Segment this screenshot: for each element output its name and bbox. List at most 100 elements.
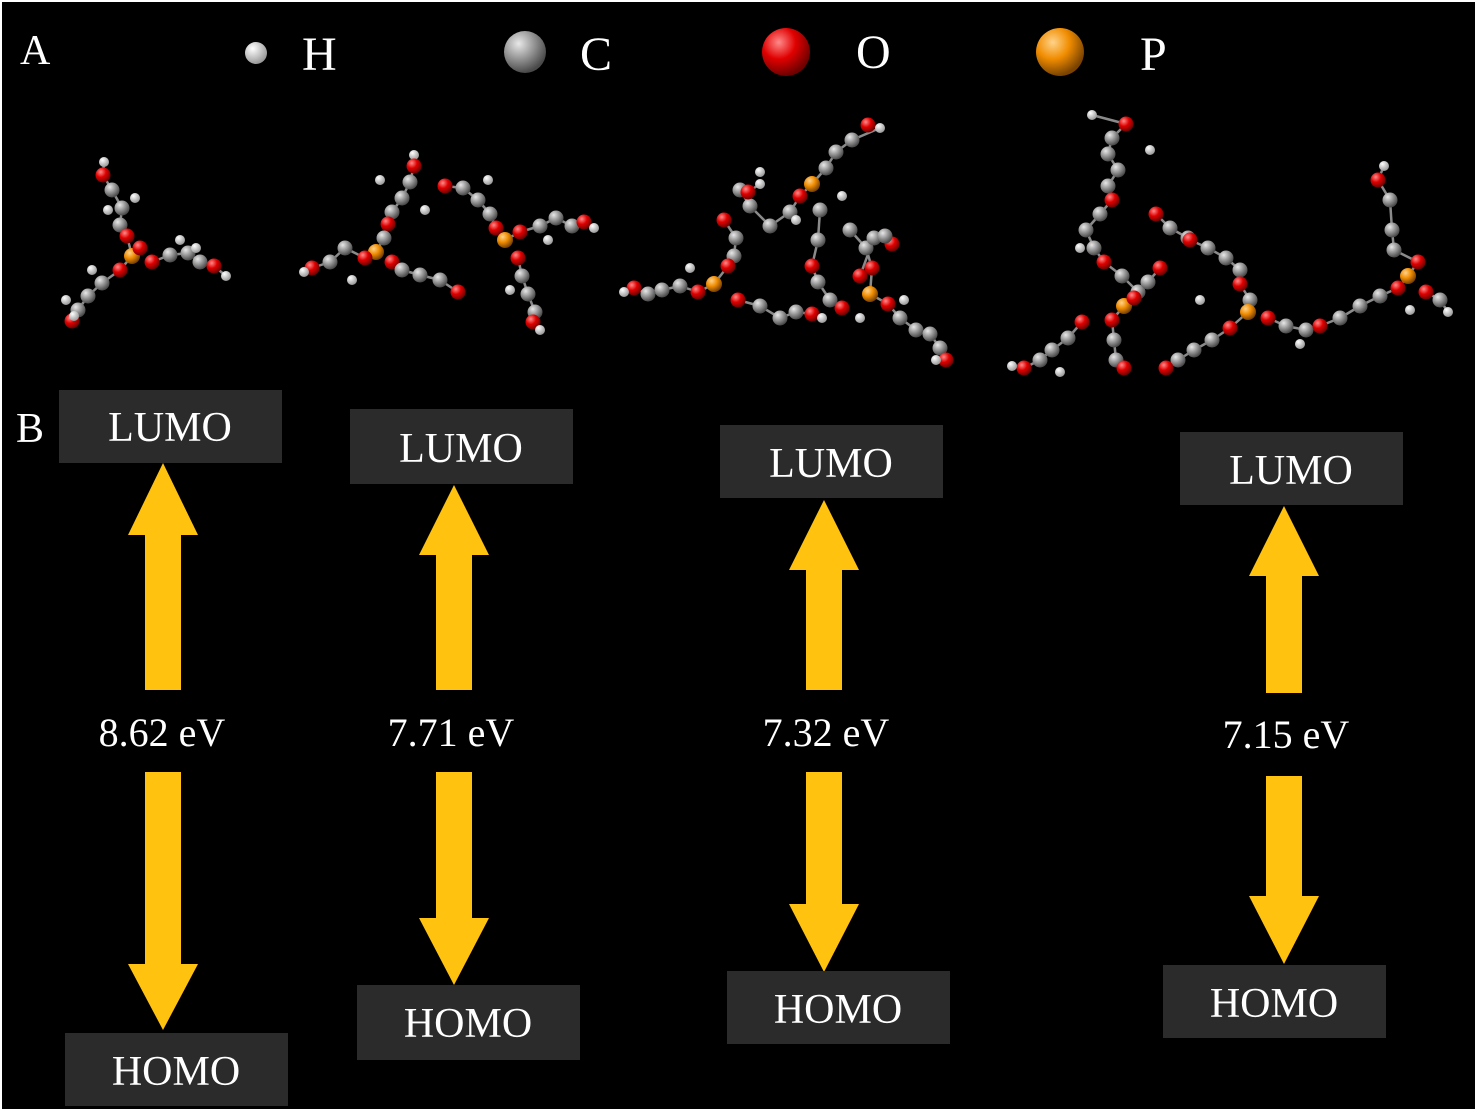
carbon-atom [1106,332,1122,348]
oxygen-sphere-icon [762,28,810,76]
hydrogen-atom [1087,110,1097,120]
carbon-atom [818,160,834,176]
hydrogen-atom [175,235,185,245]
homo-label: HOMO [1210,981,1338,1027]
oxygen-atom [1222,320,1238,336]
lumo-label: LUMO [769,441,893,487]
oxygen-atom [1096,254,1112,270]
carbon-atom [412,267,428,283]
hydrogen-atom [1379,161,1389,171]
oxygen-atom [1312,318,1328,334]
carbon-atom [1044,342,1060,358]
oxygen-atom [357,250,373,266]
band-gap-value: 8.62 eV [99,710,226,755]
phosphorus-atom [1400,268,1416,284]
carbon-atom [1060,330,1076,346]
down-arrow-icon [419,772,489,985]
up-arrow-icon [1249,506,1319,693]
oxygen-atom [690,284,706,300]
lumo-label: LUMO [1229,448,1353,494]
hydrogen-atom [347,275,357,285]
carbon-atom [1086,240,1102,256]
homo-box [1163,965,1386,1038]
oxygen-atom [1390,280,1406,296]
up-arrow-icon [789,500,859,690]
oxygen-atom [1148,206,1164,222]
oxygen-atom [792,188,808,204]
carbon-atom [1242,292,1258,308]
carbon-atom [1382,192,1398,208]
hydrogen-atom [87,265,97,275]
oxygen-atom [1116,360,1132,376]
carbon-atom [1232,262,1248,278]
energy-gap-column-4: LUMO 7.15 eV HOMO [1163,432,1403,1038]
carbon-atom [810,232,826,248]
oxygen-atom [730,292,746,308]
band-gap-value: 7.71 eV [388,710,515,755]
carbon-atom [548,210,564,226]
oxygen-atom [1152,260,1168,276]
carbon-atom [1352,298,1368,314]
hydrogen-atom [99,157,109,167]
homo-label: HOMO [404,1001,532,1047]
carbon-atom [564,218,580,234]
oxygen-atom [525,314,541,330]
hydrogen-atom [1405,305,1415,315]
hydrogen-atom [875,123,885,133]
down-arrow-icon [789,772,859,972]
carbon-atom [812,202,828,218]
oxygen-atom [860,117,876,133]
legend-label-h: H [302,28,337,81]
oxygen-atom [1104,192,1120,208]
hydrogen-atom [505,285,515,295]
hydrogen-atom [61,295,71,305]
panel-a-label: A [20,28,51,74]
homo-box [727,971,950,1044]
hydrogen-atom [191,243,201,253]
oxygen-atom [880,296,896,312]
carbon-atom [762,218,778,234]
hydrogen-atom [130,193,140,203]
legend-label-p: P [1140,28,1167,81]
hydrogen-atom [1007,361,1017,371]
oxygen-atom [938,352,954,368]
carbon-atom [752,298,768,314]
oxygen-atom [406,158,422,174]
hydrogen-atom [420,205,430,215]
legend-label-o: O [856,26,891,79]
hydrogen-atom [535,325,545,335]
oxygen-atom [1182,232,1198,248]
carbon-atom [337,240,353,256]
molecule-model-2 [299,150,599,335]
atom-legend: H C O P [245,26,1167,81]
hydrogen-atom [1443,307,1453,317]
carbon-atom [1218,250,1234,266]
carbon-atom [742,198,758,214]
phosphorus-atom [497,232,513,248]
carbon-atom [672,278,688,294]
carbon-atom [1372,288,1388,304]
oxygen-atom [716,212,732,228]
oxygen-atom [1074,314,1090,330]
carbon-atom [104,182,120,198]
hydrogen-sphere-icon [245,42,267,64]
phosphorus-atom [1240,304,1256,320]
oxygen-atom [740,184,756,200]
carbon-atom [112,217,128,233]
oxygen-atom [1418,284,1434,300]
oxygen-atom [510,250,526,266]
oxygen-atom [95,167,111,183]
hydrogen-atom [899,295,909,305]
oxygen-atom [576,214,592,230]
oxygen-atom [1104,312,1120,328]
carbon-atom [1386,242,1402,258]
oxygen-atom [380,216,396,232]
carbon-atom [80,288,96,304]
band-gap-value: 7.15 eV [1223,712,1350,757]
carbon-atom [376,230,392,246]
oxygen-atom [1016,360,1032,376]
carbon-atom [908,322,924,338]
carbon-atom [1170,352,1186,368]
carbon-atom [842,222,858,238]
